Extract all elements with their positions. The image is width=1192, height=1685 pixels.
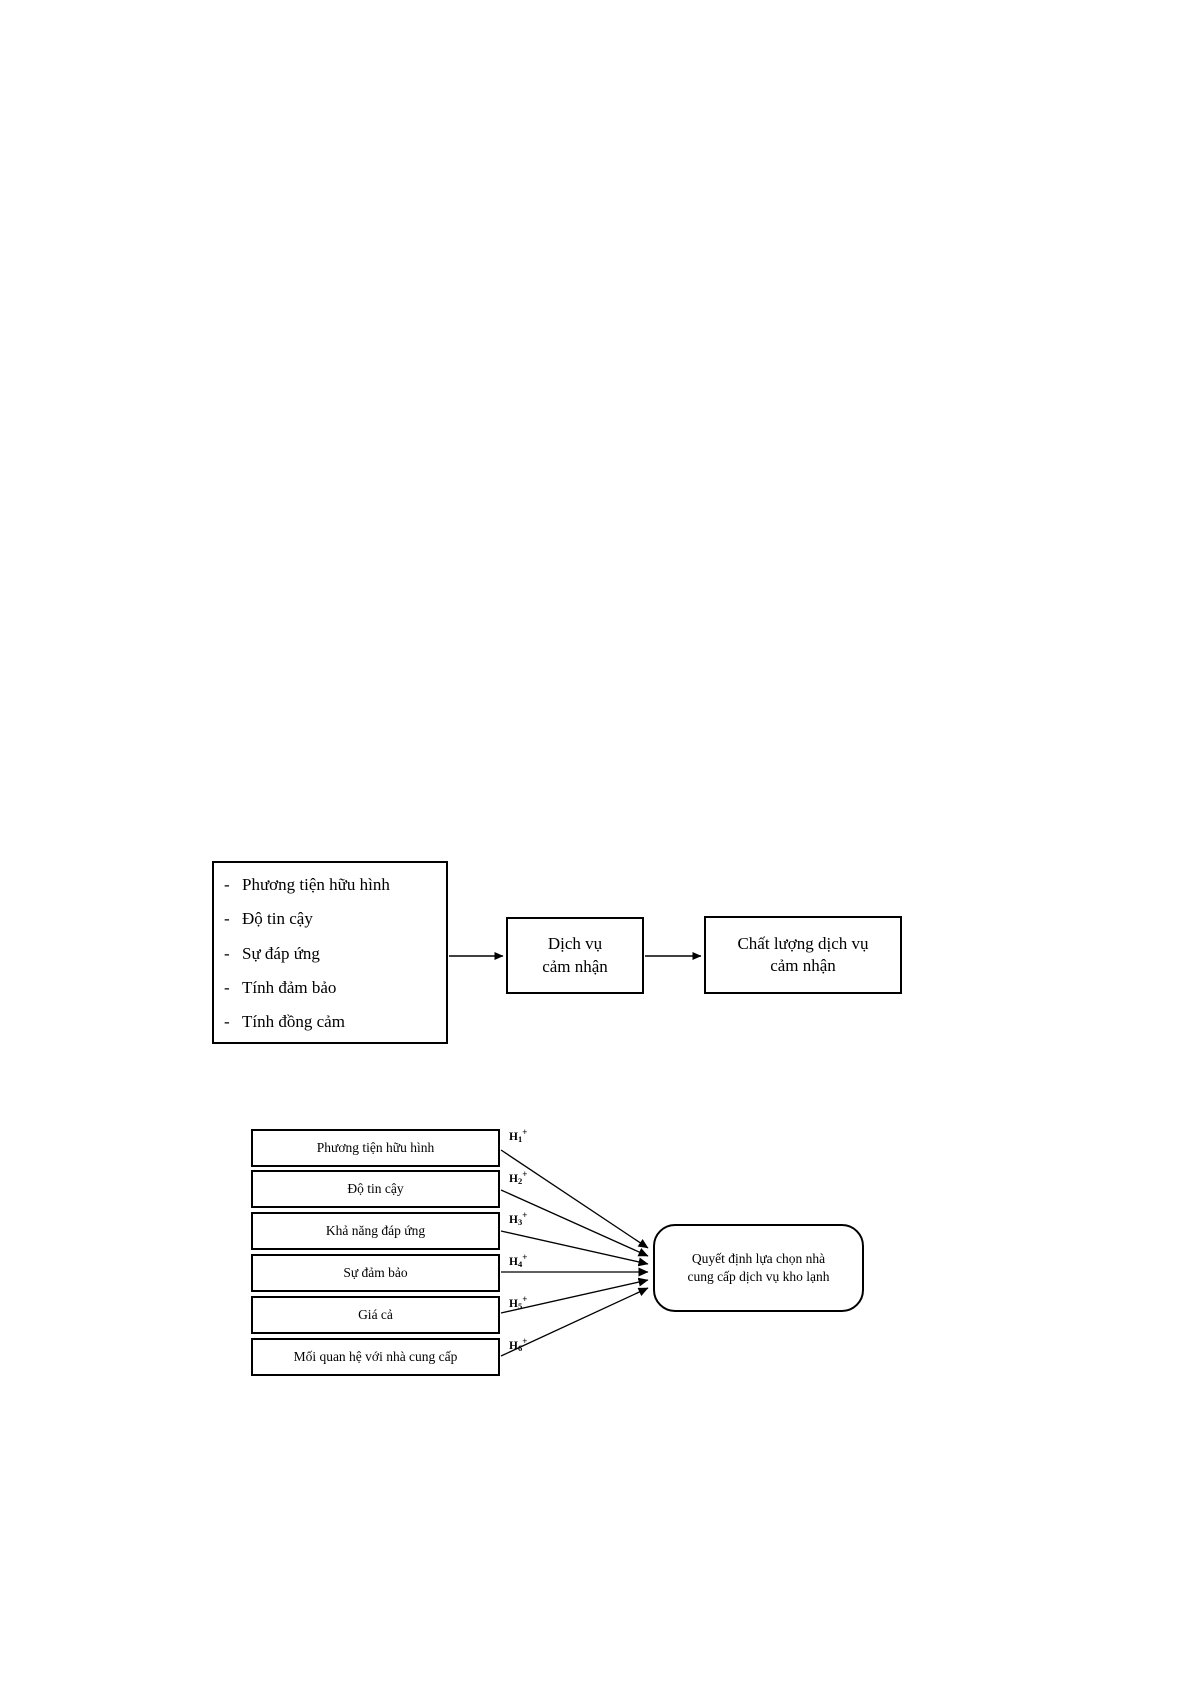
- bullet-dash-icon: -: [224, 875, 230, 894]
- factor-box-4: Sự đảm bảo: [251, 1254, 500, 1292]
- perceived-quality-line-1: Chất lượng dịch vụ: [737, 933, 869, 953]
- hypothesis-sign: +: [522, 1210, 528, 1220]
- hypothesis-label-h3: H3+: [509, 1210, 527, 1227]
- hypothesis-index: 5: [517, 1301, 523, 1311]
- bullet-dash-icon: -: [224, 909, 230, 929]
- hypothesis-label-h4: H4+: [509, 1252, 527, 1269]
- hypothesis-base: H: [509, 1340, 518, 1352]
- factor-label: Khả năng đáp ứng: [325, 1223, 426, 1238]
- hypothesis-label-h5: H5+: [509, 1294, 527, 1311]
- hypothesis-base: H: [509, 1256, 518, 1268]
- criteria-item-label: Độ tin cậy: [242, 909, 313, 929]
- hypothesis-sign: +: [522, 1294, 528, 1304]
- hypothesis-index: 4: [517, 1259, 523, 1269]
- factor-label: Độ tin cậy: [347, 1181, 404, 1196]
- hypothesis-sign: +: [522, 1252, 528, 1262]
- bullet-dash-icon: -: [224, 943, 230, 963]
- criteria-box: - Phương tiện hữu hình - Độ tin cậy - Sự…: [212, 861, 448, 1044]
- hypothesis-index: 6: [517, 1343, 523, 1353]
- perceived-service-line-1: Dịch vụ: [547, 934, 603, 954]
- criteria-item: - Tính đồng cảm: [224, 1012, 436, 1032]
- criteria-item: - Phương tiện hữu hình: [224, 875, 436, 895]
- factor-box-1: Phương tiện hữu hình: [251, 1129, 500, 1167]
- hypothesis-index: 3: [517, 1217, 523, 1227]
- hypothesis-index: 2: [517, 1176, 523, 1186]
- outcome-box: Quyết định lựa chọn nhà cung cấp dịch vụ…: [653, 1224, 864, 1312]
- factor-label: Phương tiện hữu hình: [316, 1140, 435, 1155]
- factor-box-5: Giá cả: [251, 1296, 500, 1334]
- outcome-line-1: Quyết định lựa chọn nhà: [691, 1250, 826, 1266]
- criteria-item: - Độ tin cậy: [224, 909, 436, 929]
- hypothesis-label-h2: H2+: [509, 1169, 527, 1186]
- perceived-service-quality-box: Chất lượng dịch vụ cảm nhận: [704, 916, 902, 994]
- hypothesis-sign: +: [522, 1169, 528, 1179]
- bullet-dash-icon: -: [224, 1012, 230, 1032]
- hypothesis-sign: +: [522, 1127, 528, 1137]
- bullet-dash-icon: -: [224, 978, 230, 998]
- hypothesis-index: 1: [517, 1134, 523, 1144]
- hypothesis-label-h6: H6+: [509, 1336, 527, 1353]
- hypothesis-base: H: [509, 1298, 518, 1310]
- factor-label: Sự đảm bảo: [343, 1265, 408, 1280]
- criteria-item-label: Tính đảm bảo: [242, 978, 337, 998]
- factor-label: Giá cả: [358, 1307, 393, 1322]
- criteria-item: - Sự đáp ứng: [224, 944, 436, 964]
- perceived-quality-line-2: cảm nhận: [770, 956, 836, 975]
- perceived-service-line-2: cảm nhận: [542, 956, 608, 976]
- criteria-item-label: Sự đáp ứng: [242, 943, 320, 963]
- factor-box-6: Mối quan hệ với nhà cung cấp: [251, 1338, 500, 1376]
- hypothesis-sign: +: [522, 1336, 528, 1346]
- factor-box-3: Khả năng đáp ứng: [251, 1212, 500, 1250]
- perceived-service-box: Dịch vụ cảm nhận: [506, 917, 644, 994]
- hypothesis-base: H: [509, 1173, 518, 1185]
- outcome-line-2: cung cấp dịch vụ kho lạnh: [687, 1269, 830, 1284]
- factor-box-2: Độ tin cậy: [251, 1170, 500, 1208]
- hypothesis-base: H: [509, 1214, 518, 1226]
- criteria-item-label: Tính đồng cảm: [242, 1012, 345, 1032]
- hypothesis-base: H: [509, 1131, 518, 1143]
- criteria-item-label: Phương tiện hữu hình: [242, 875, 390, 894]
- criteria-item: - Tính đảm bảo: [224, 978, 436, 998]
- factor-label: Mối quan hệ với nhà cung cấp: [293, 1349, 458, 1364]
- hypothesis-label-h1: H1+: [509, 1127, 527, 1144]
